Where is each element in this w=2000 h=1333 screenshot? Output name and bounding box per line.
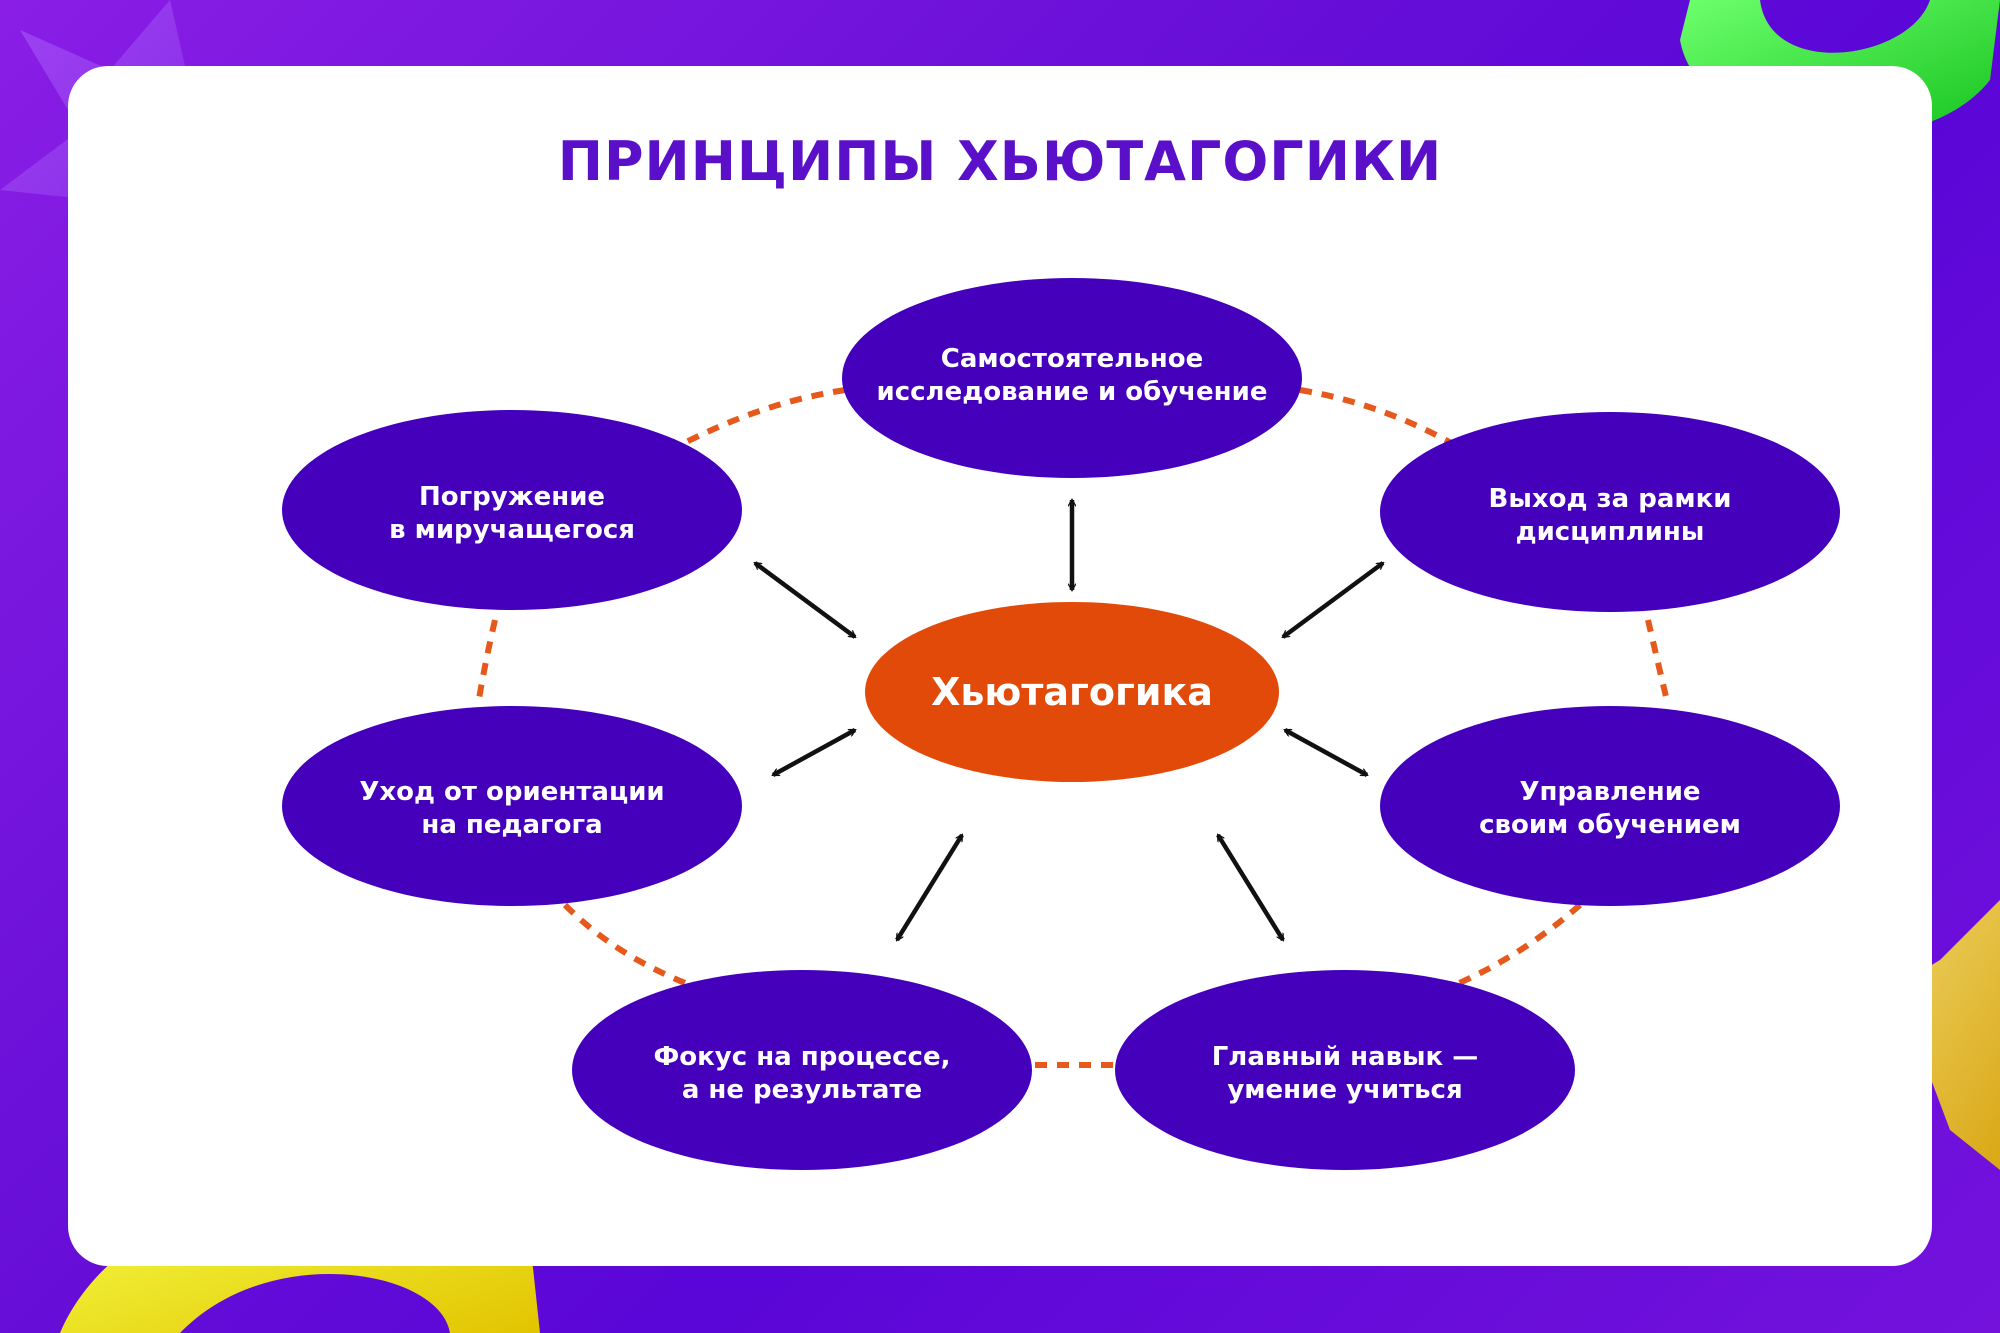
connector-lower-left — [562, 902, 692, 988]
node-left-upper-line1: Погружение — [419, 482, 605, 512]
arrow-to-left-lower — [773, 728, 855, 777]
connector-top-right — [1299, 387, 1457, 448]
node-bottom-left-line1: Фокус на процессе, — [654, 1042, 951, 1072]
node-bottom-right-line1: Главный навык — — [1212, 1042, 1479, 1072]
connector-left — [475, 619, 498, 706]
arrows — [755, 500, 1383, 940]
node-right-upper-line1: Выход за рамки — [1489, 484, 1732, 514]
arrow-to-bottom-right — [1216, 835, 1285, 940]
node-right-upper: Выход за рамки дисциплины — [1380, 412, 1840, 612]
node-bottom-right-line2: умение учиться — [1227, 1075, 1462, 1105]
node-top-line2: исследование и обучение — [877, 377, 1268, 407]
connector-top-left — [678, 387, 846, 448]
node-top-line1: Самостоятельное — [941, 344, 1203, 374]
node-left-upper: Погружение в миручащегося — [282, 410, 742, 610]
arrow-to-right-upper — [1283, 561, 1383, 639]
node-top: Самостоятельное исследование и обучение — [842, 278, 1302, 478]
arrow-to-right-lower — [1285, 728, 1367, 777]
node-right-lower-line2: своим обучением — [1479, 810, 1741, 840]
node-left-lower-line2: на педагога — [421, 810, 602, 840]
node-right-upper-line2: дисциплины — [1516, 517, 1705, 547]
node-bottom-left: Фокус на процессе, а не результате — [572, 970, 1032, 1170]
center-node: Хьютагогика — [865, 602, 1279, 782]
arrow-to-bottom-left — [895, 835, 964, 940]
node-bottom-right: Главный навык — умение учиться — [1115, 970, 1575, 1170]
arrow-to-left-upper — [755, 561, 855, 639]
node-left-lower-line1: Уход от ориентации — [359, 777, 664, 807]
connector-right — [1645, 619, 1671, 706]
connector-ring — [475, 387, 1671, 1068]
page-title: ПРИНЦИПЫ ХЬЮТАГОГИКИ — [557, 130, 1443, 193]
node-left-lower: Уход от ориентации на педагога — [282, 706, 742, 906]
node-right-lower-line1: Управление — [1519, 777, 1700, 807]
connector-lower-right — [1453, 902, 1582, 988]
node-left-upper-line2: в миручащегося — [389, 515, 635, 545]
node-bottom-left-line2: а не результате — [682, 1075, 922, 1105]
center-label: Хьютагогика — [931, 670, 1213, 714]
node-right-lower: Управление своим обучением — [1380, 706, 1840, 906]
